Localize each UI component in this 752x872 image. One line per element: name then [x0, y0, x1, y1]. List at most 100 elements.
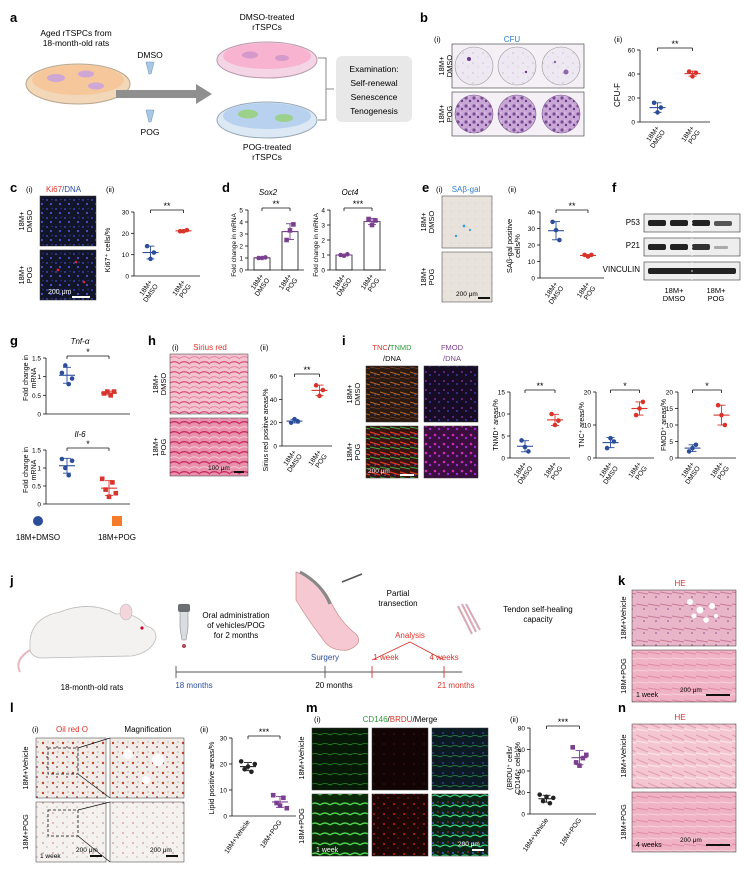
data-point [284, 805, 290, 811]
data-point [313, 383, 319, 388]
source-text-2: 18-month-old rats [43, 38, 110, 48]
panel-label-h: h [148, 333, 156, 348]
y-axis-label: Fold change in mRNA [313, 213, 320, 277]
exam-title: Examination: [349, 64, 398, 74]
x-tick-label: 18M+DMSO [644, 125, 667, 150]
data-point [317, 393, 322, 399]
magnification-label: Magnification [124, 725, 171, 734]
x-tick-label: 18M+POG [360, 273, 381, 295]
data-point [66, 472, 71, 478]
oil-red-stain-label: Oil red O [56, 725, 88, 734]
data-point [63, 363, 68, 368]
sub-label: (ii) [260, 343, 269, 352]
panel-l: (i) Oil red O Magnification 1 week 200 μ… [21, 725, 296, 863]
data-point [373, 218, 378, 223]
y-tick-label: 40 [628, 72, 636, 79]
y-axis-label: Fold change in mRNA [231, 213, 238, 277]
y-tick-label: 0.5 [32, 484, 41, 491]
data-point [292, 416, 297, 422]
panel-d: Sox2 Oct4 Fold change in mRNA Fold chang… [231, 188, 386, 298]
sub-label: (ii) [614, 35, 623, 44]
y-tick-label: 1 [37, 374, 41, 381]
data-point [589, 252, 594, 258]
gene-label-il6: Il-6 [74, 430, 86, 439]
data-point [345, 251, 350, 257]
x-tick-label: 18M+POG [259, 819, 283, 849]
y-tick-label: 10 [528, 259, 536, 266]
data-point [549, 411, 554, 417]
data-point [242, 766, 247, 772]
svg-text:(BRDU⁺ cells/CD146⁺ cells)/%: (BRDU⁺ cells/CD146⁺ cells)/% [507, 742, 522, 794]
exam-item-1: Self-renewal [350, 78, 397, 88]
data-point [526, 449, 531, 454]
y-tick-label: 30 [528, 226, 536, 233]
svg-text:18M+POG: 18M+POG [707, 286, 727, 303]
group-label: 18M+Vehicle [21, 746, 30, 789]
he-image-vehicle-4wk [631, 723, 737, 789]
data-point [655, 110, 660, 115]
panel-e: (i) SAβ-gal 200 μm 18M+DMSO 18M+POG (ii)… [419, 185, 604, 306]
chart-g-il6: 00.511.5* [32, 439, 130, 509]
data-point [570, 745, 575, 750]
sub-label: (ii) [200, 725, 209, 734]
panel-i: TNC/TNMD /DNA FMOD /DNA 200 μm 18M+DMSO … [345, 343, 736, 486]
y-axis-label: Sirius red positive areas/% [263, 389, 270, 472]
ki67-image-dmso [39, 195, 97, 247]
data-point [259, 255, 265, 261]
sub-label: (ii) [508, 185, 517, 194]
data-point [238, 759, 244, 764]
he-stain-label: HE [674, 713, 685, 722]
data-point [184, 227, 190, 233]
wk1-label: 1 week [373, 653, 399, 662]
examination-box [336, 56, 412, 122]
oil-red-image-vehicle [35, 737, 107, 799]
data-point [690, 445, 695, 451]
data-point [640, 399, 646, 405]
y-tick-label: 80 [518, 726, 526, 733]
y-tick-label: 60 [270, 374, 278, 381]
exam-item-3: Tenogenesis [350, 106, 398, 116]
oil-red-magnified-pog [109, 801, 185, 863]
svg-text:18M+DMSO: 18M+DMSO [151, 373, 168, 396]
scale-bar-label: 200 μm [76, 847, 98, 854]
data-point [284, 237, 289, 243]
data-point [552, 422, 558, 428]
panel-label-j: j [9, 573, 14, 588]
significance-label: ** [568, 201, 576, 211]
data-point [110, 480, 115, 485]
sirius-image-pog [169, 417, 249, 477]
gene-label-tnf: Tnf-α [71, 337, 90, 346]
data-point [287, 228, 293, 233]
data-point [108, 393, 113, 398]
data-point [288, 420, 294, 425]
scale-bar-label: 200 μm [150, 847, 172, 854]
y-tick-label: 5 [239, 208, 243, 215]
svg-text:SAβ-gal positivecells/%: SAβ-gal positivecells/% [505, 219, 522, 273]
y-axis-label: CFU-F [613, 83, 622, 107]
data-point [719, 412, 724, 418]
y-axis-label: TNC⁺ areas/% [579, 402, 586, 448]
panel-label-a: a [10, 10, 18, 25]
data-point [693, 442, 699, 448]
y-tick-label: 5 [669, 439, 673, 446]
significance-label: ** [303, 365, 311, 375]
x-tick-label: 18M+Vehicle [223, 819, 251, 855]
group-label: 18M+POG [297, 808, 306, 844]
oral-text-2: of vehicles/POG [207, 621, 265, 630]
legend-marker-pog [112, 516, 122, 526]
dmso-label: DMSO [137, 50, 163, 60]
significance-label: * [705, 381, 709, 391]
sa-gal-image-pog [441, 251, 493, 303]
significance-label: *** [558, 717, 569, 727]
data-point [144, 243, 150, 249]
svg-text:CD146/BRDU/Merge: CD146/BRDU/Merge [363, 715, 438, 724]
svg-text:18M+DMSO: 18M+DMSO [345, 383, 362, 406]
data-point [63, 465, 68, 471]
data-point [651, 100, 657, 106]
x-tick-label: 18M+Vehicle [522, 817, 550, 853]
panel-label-c: c [10, 180, 17, 195]
